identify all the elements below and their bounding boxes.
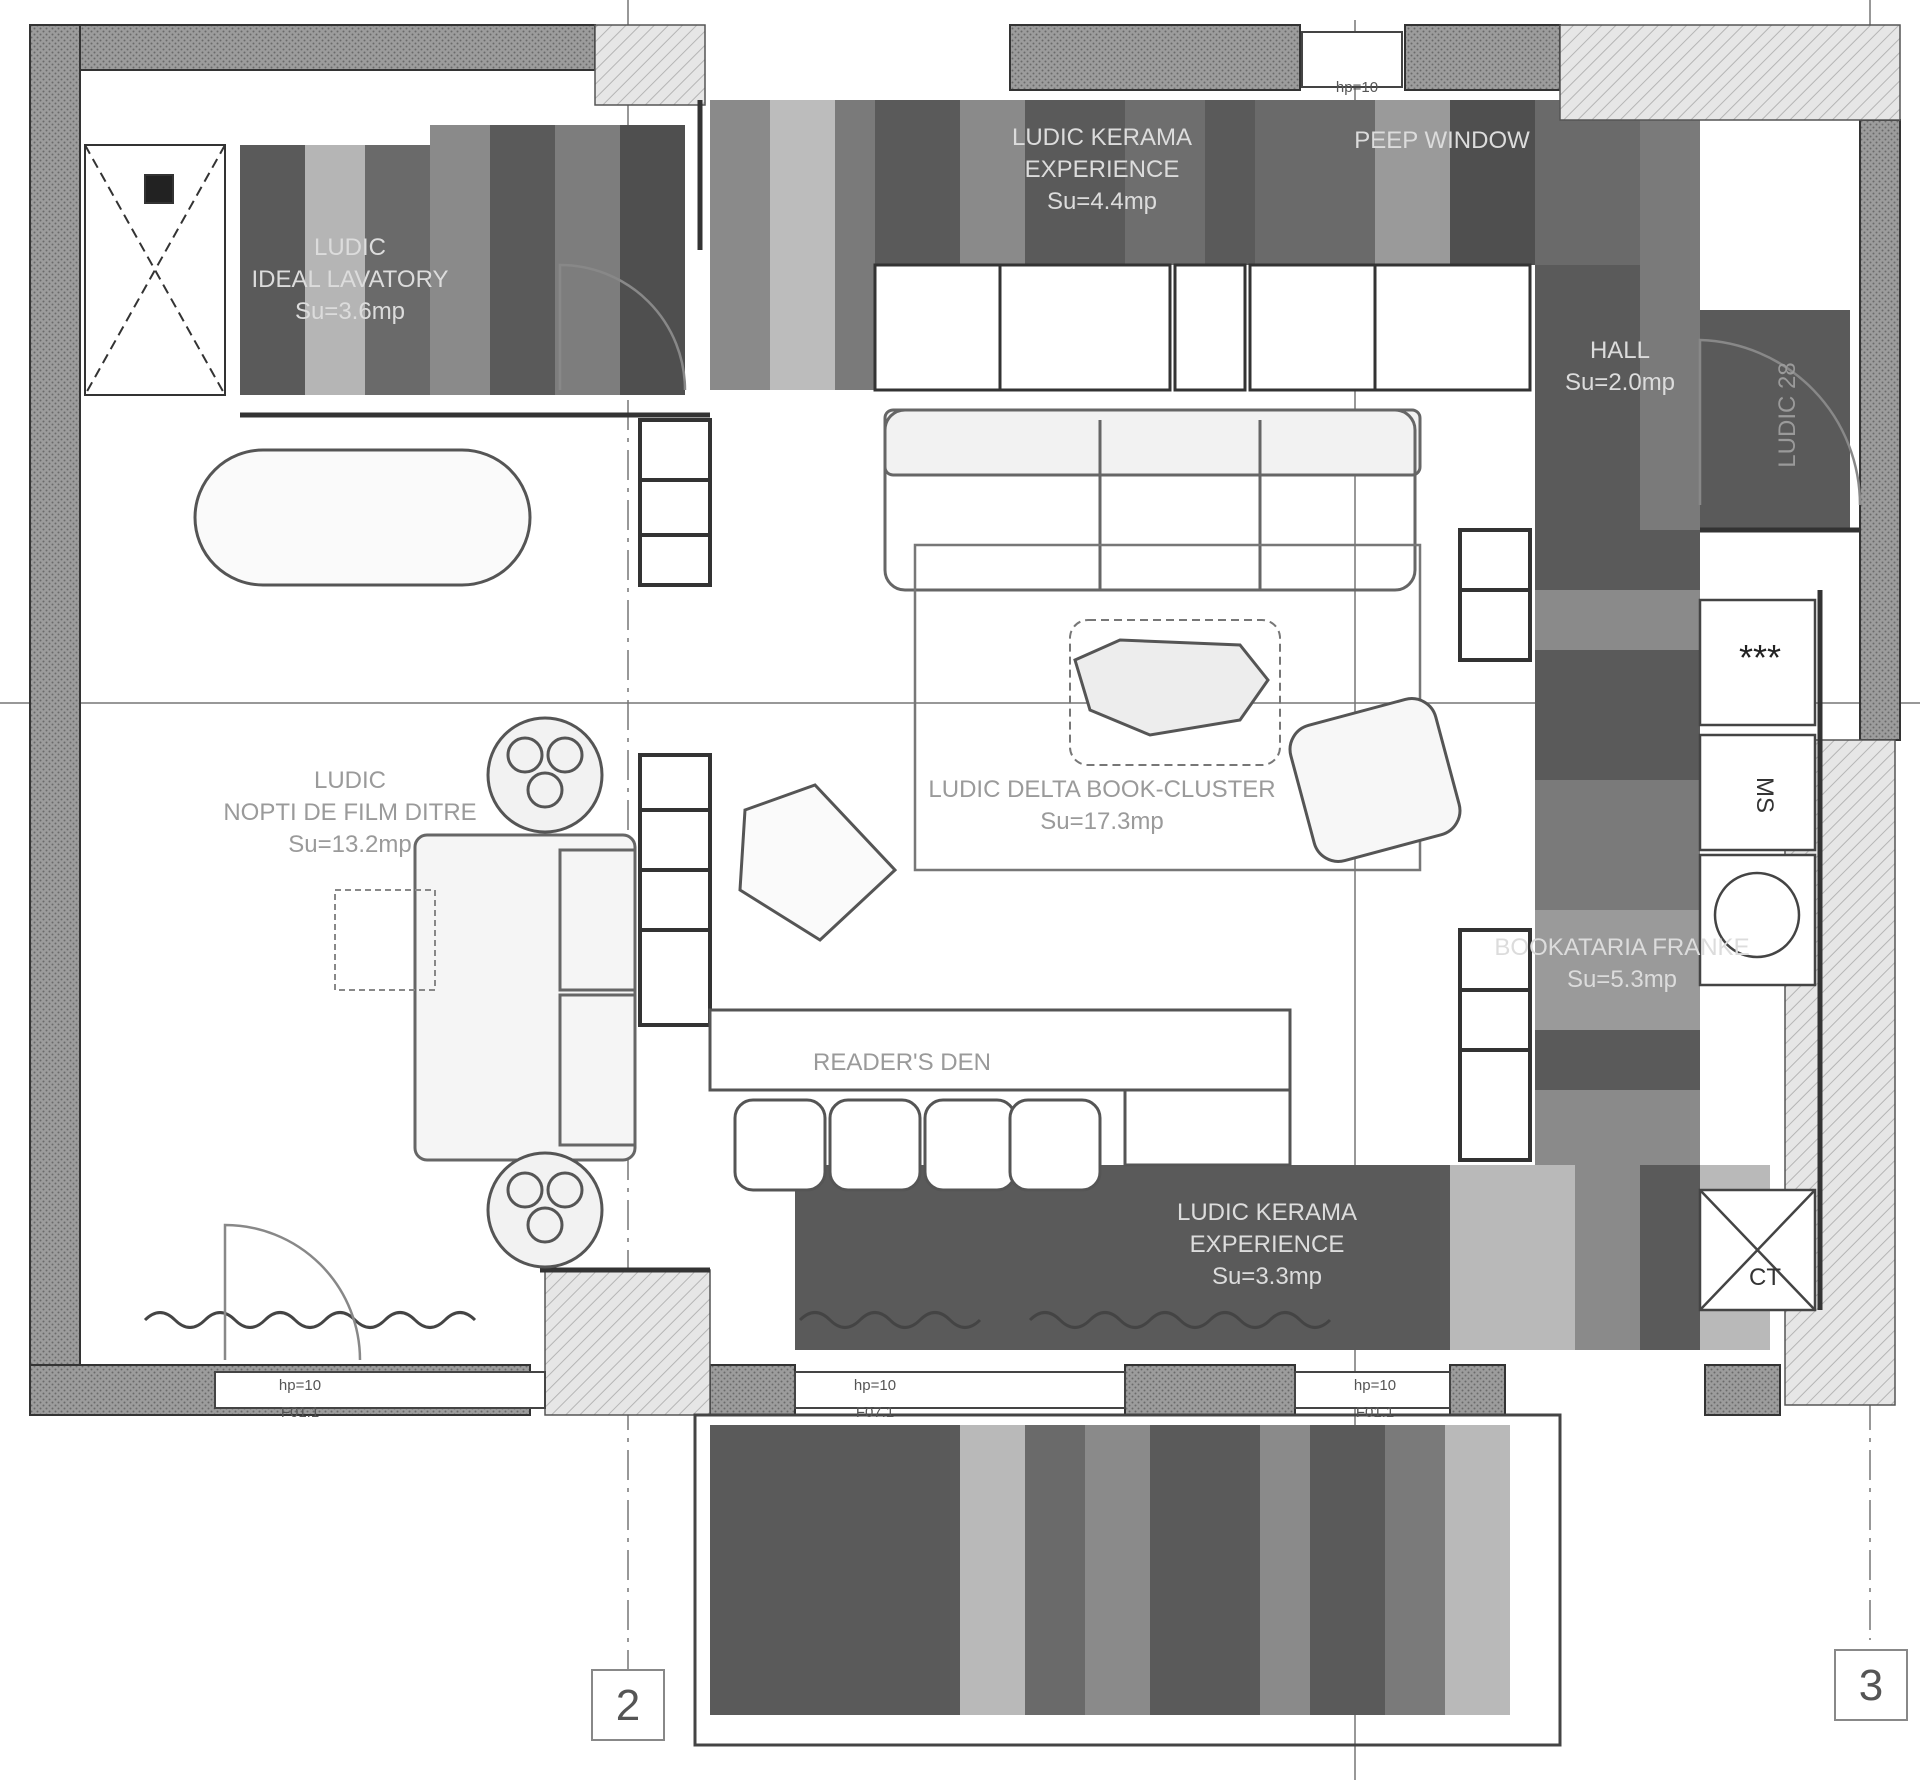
grid-marker-2: 2 <box>616 1681 640 1730</box>
armchair-left <box>738 783 898 942</box>
nopti-label-2: NOPTI DE FILM DITRE <box>223 799 476 826</box>
tile-floor-kerama-top <box>710 100 1640 390</box>
den-bench <box>708 1008 1292 1192</box>
nopti-area: Su=13.2mp <box>288 831 411 858</box>
hall-area: Su=2.0mp <box>1565 369 1675 396</box>
grid-marker-3: 3 <box>1859 1661 1883 1710</box>
tile-floor-kitchen <box>1535 530 1700 1165</box>
tile-floor-kerama-bottom <box>795 1165 1770 1350</box>
bookataria-label: BOOKATARIA FRANKE <box>1494 934 1749 961</box>
tile-floor-balcony <box>710 1425 1510 1715</box>
top-cabinets <box>873 263 1532 392</box>
walls <box>29 24 1901 1416</box>
film-table <box>334 889 436 991</box>
window-hp-mid: hp=10 <box>854 1377 896 1394</box>
tile-floor-hall <box>1535 100 1850 530</box>
windows-bottom <box>214 31 1451 1409</box>
film-sofa <box>413 833 637 1162</box>
kerama-bottom-area: Su=3.3mp <box>1212 1263 1322 1290</box>
ms-label: MS <box>1751 777 1778 813</box>
book-cluster-table <box>1073 638 1270 737</box>
kerama-bottom-label-1: LUDIC KERAMA <box>1177 1199 1357 1226</box>
bathtub <box>193 448 532 587</box>
shower <box>84 144 226 396</box>
side-table-top <box>486 716 604 834</box>
grid-marker-3-box <box>1834 1649 1908 1721</box>
side-table-bottom <box>486 1151 604 1269</box>
window-hp-left: hp=10 <box>279 1377 321 1394</box>
window-code-left: F01.1 <box>281 1404 319 1421</box>
grid-marker-2-box <box>591 1669 665 1741</box>
ludic28-label: LUDIC 28 <box>1774 362 1801 467</box>
window-hp-right: hp=10 <box>1354 1377 1396 1394</box>
kerama-top-area: Su=4.4mp <box>1047 188 1157 215</box>
ct-label: CT <box>1749 1264 1781 1291</box>
top-window-hp: hp=10 <box>1336 79 1378 96</box>
lavatory-label-1: LUDIC <box>314 234 386 261</box>
delta-area: Su=17.3mp <box>1040 808 1163 835</box>
kitchen-counter <box>1698 598 1817 1312</box>
kerama-bottom-label-2: EXPERIENCE <box>1190 1231 1345 1258</box>
curtains <box>143 1311 1332 1329</box>
bookcase-left <box>638 418 712 1027</box>
window-code-right: F01.1 <box>1356 1404 1394 1421</box>
nopti-label-1: LUDIC <box>314 767 386 794</box>
lavatory-area: Su=3.6mp <box>295 298 405 325</box>
readers-den-label: READER'S DEN <box>813 1049 991 1076</box>
wall-diagonal-infill <box>544 24 1901 1416</box>
kerama-top-label-2: EXPERIENCE <box>1025 156 1180 183</box>
delta-label: LUDIC DELTA BOOK-CLUSTER <box>928 776 1275 803</box>
window-code-mid: F07.1 <box>856 1404 894 1421</box>
lavatory-label-2: IDEAL LAVATORY <box>252 266 449 293</box>
doors <box>223 263 1862 1361</box>
tile-floor-lavatory <box>240 125 685 395</box>
bookataria-area: Su=5.3mp <box>1567 966 1677 993</box>
kerama-top-label-1: LUDIC KERAMA <box>1012 124 1192 151</box>
stove-label: *** <box>1739 637 1781 678</box>
balcony <box>693 1413 1562 1747</box>
ottoman <box>1288 697 1462 863</box>
sofa <box>883 408 1422 592</box>
partitions <box>240 100 1860 1310</box>
hall-label: HALL <box>1590 337 1650 364</box>
bookcase-right <box>1458 528 1532 1162</box>
peep-window-label: PEEP WINDOW <box>1354 127 1530 154</box>
